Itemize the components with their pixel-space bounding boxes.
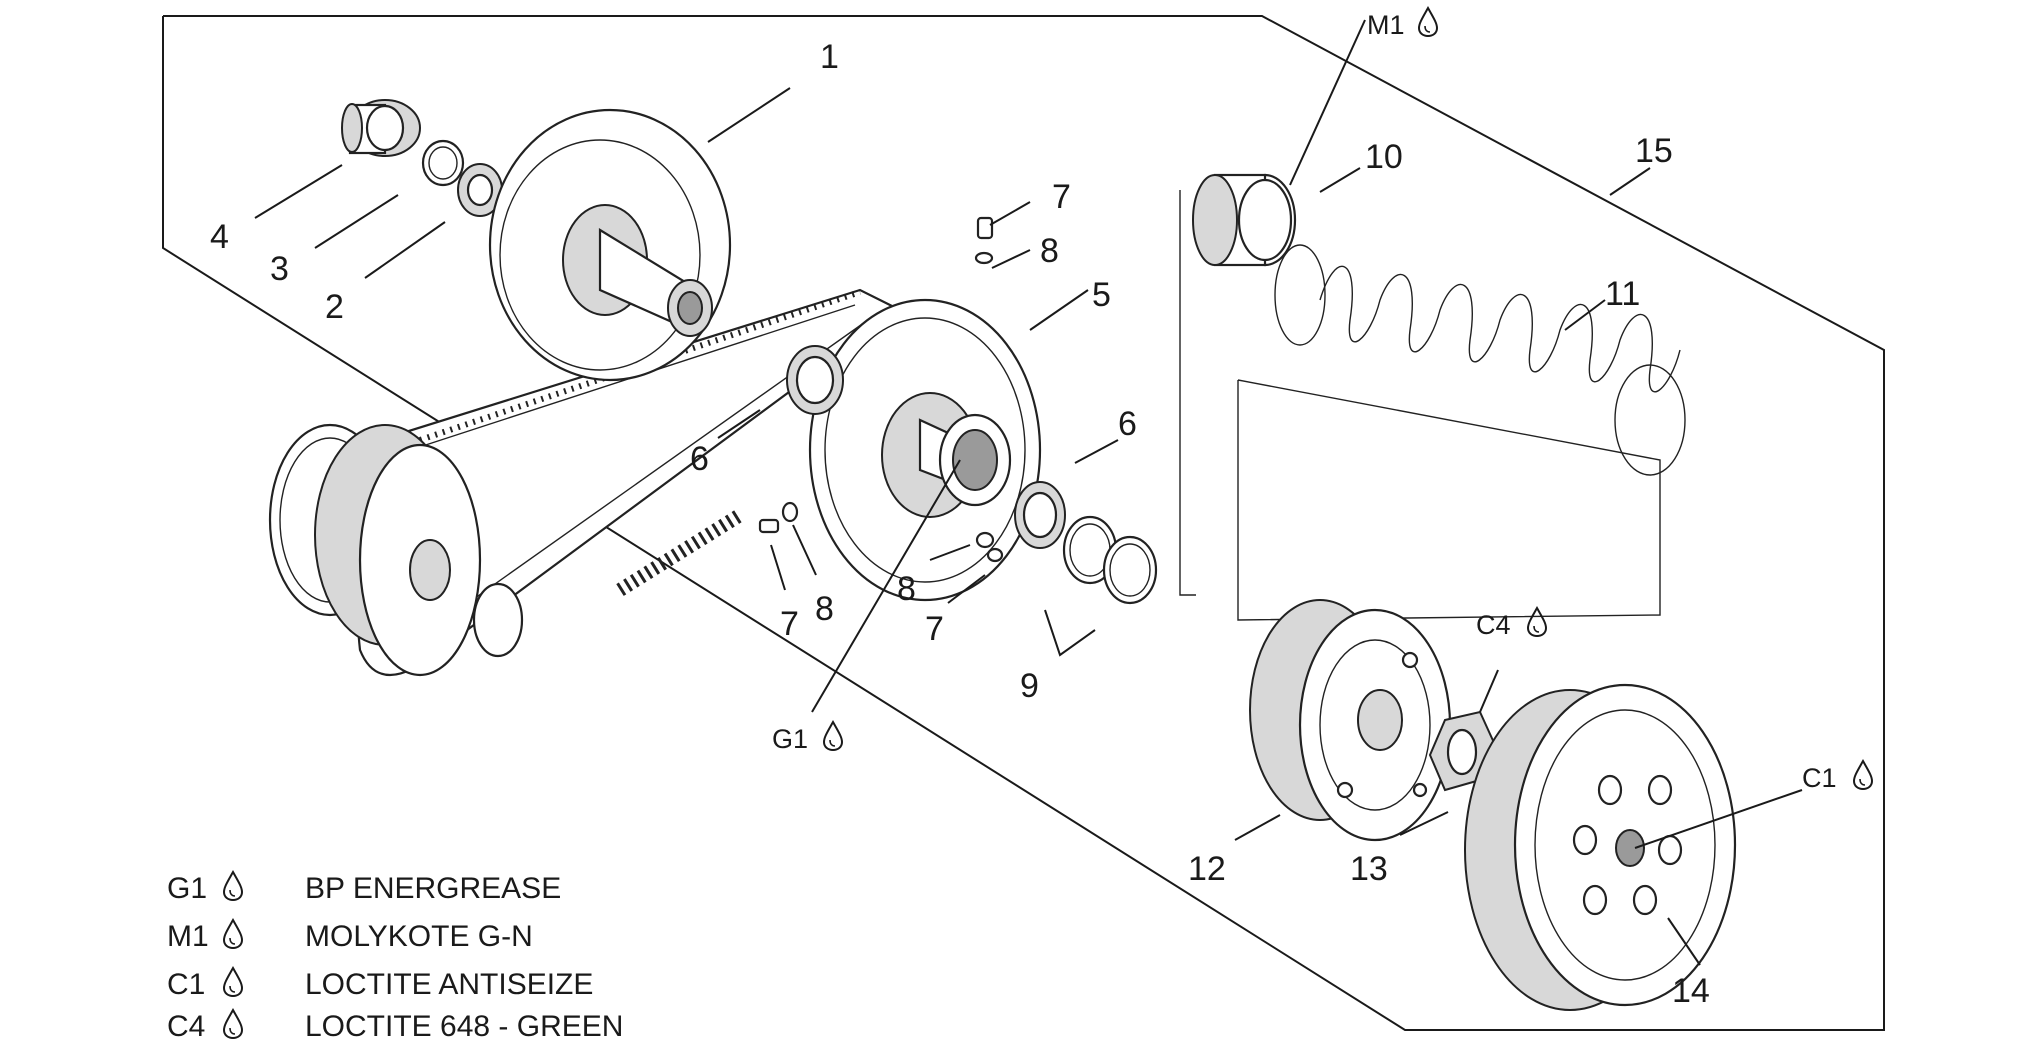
part-14-clutch-bell xyxy=(1464,683,1737,1011)
callout-4: 4 xyxy=(210,218,229,256)
callout-11: 11 xyxy=(1605,275,1640,313)
assembly-boundary xyxy=(162,15,1885,1031)
oil-drop-icon xyxy=(1853,760,1873,790)
part-6-seal-left xyxy=(786,345,844,415)
part-6-seal-right xyxy=(1014,481,1066,549)
callout-13: 13 xyxy=(1350,850,1388,888)
callout-2: 2 xyxy=(325,288,344,326)
marker-g1: G1 xyxy=(772,724,808,754)
callout-9: 9 xyxy=(1020,667,1039,705)
callout-1: 1 xyxy=(820,38,839,76)
part-4-bearing xyxy=(341,99,421,157)
callout-8-top: 8 xyxy=(1040,232,1059,270)
legend-description: LOCTITE ANTISEIZE xyxy=(305,968,593,1001)
rear-pulley xyxy=(268,423,524,677)
legend-code: M1 xyxy=(167,920,209,953)
oil-drop-icon xyxy=(223,1009,243,1039)
oil-drop-icon xyxy=(223,919,243,949)
legend-code: C4 xyxy=(167,1010,205,1043)
marker-m1: M1 xyxy=(1367,10,1405,40)
legend-row: M1 MOLYKOTE G-N xyxy=(167,919,533,953)
part-5-movable-pulley xyxy=(808,298,1042,602)
oil-drop-icon xyxy=(823,721,843,751)
oil-drop-icon xyxy=(1418,7,1438,37)
marker-c1: C1 xyxy=(1802,763,1837,793)
part-2-seal xyxy=(457,163,503,217)
callout-3: 3 xyxy=(270,250,289,288)
oil-drop-icon xyxy=(223,871,243,901)
callout-7-top: 7 xyxy=(1052,178,1071,216)
callout-14: 14 xyxy=(1672,972,1710,1010)
legend-row: G1 BP ENERGREASE xyxy=(167,871,561,905)
leader-lines xyxy=(254,19,1803,966)
marker-c4: C4 xyxy=(1476,610,1511,640)
legend-description: LOCTITE 648 - GREEN xyxy=(305,1010,623,1043)
callout-15: 15 xyxy=(1635,132,1673,170)
part-10-sleeve xyxy=(1192,173,1297,267)
legend-description: BP ENERGREASE xyxy=(305,872,561,905)
oil-drop-icon xyxy=(223,967,243,997)
callout-10: 10 xyxy=(1365,138,1403,176)
legend-code: G1 xyxy=(167,872,207,905)
callout-8-left: 8 xyxy=(815,590,834,628)
callout-7-right: 7 xyxy=(925,610,944,648)
part-1-fixed-pulley xyxy=(488,108,732,382)
callout-7-left: 7 xyxy=(780,605,799,643)
part-9-orings xyxy=(1062,515,1158,605)
callout-6-left: 6 xyxy=(690,440,709,478)
callout-5: 5 xyxy=(1092,276,1111,314)
callout-labels: 1 4 3 2 7 8 5 6 6 7 8 8 7 9 10 15 11 12 … xyxy=(210,38,1710,1010)
legend-code: C1 xyxy=(167,968,205,1001)
callout-12: 12 xyxy=(1188,850,1226,888)
legend-row: C1 LOCTITE ANTISEIZE xyxy=(167,967,593,1001)
legend-description: MOLYKOTE G-N xyxy=(305,920,533,953)
oil-drop-icon xyxy=(1527,607,1547,637)
callout-8-right: 8 xyxy=(897,570,916,608)
part-12-clutch-shoes xyxy=(1249,599,1452,842)
part-7-8-pins xyxy=(758,216,1004,563)
legend: G1 BP ENERGREASE M1 MOLYKOTE G-N C1 LOCT… xyxy=(167,871,623,1043)
legend-row: C4 LOCTITE 648 - GREEN xyxy=(167,1009,623,1043)
part-11-spring xyxy=(1274,244,1686,476)
lubricant-markers: M1 G1 C4 C1 xyxy=(772,7,1873,793)
part-3-circlip xyxy=(421,139,465,187)
callout-6-right: 6 xyxy=(1118,405,1137,443)
